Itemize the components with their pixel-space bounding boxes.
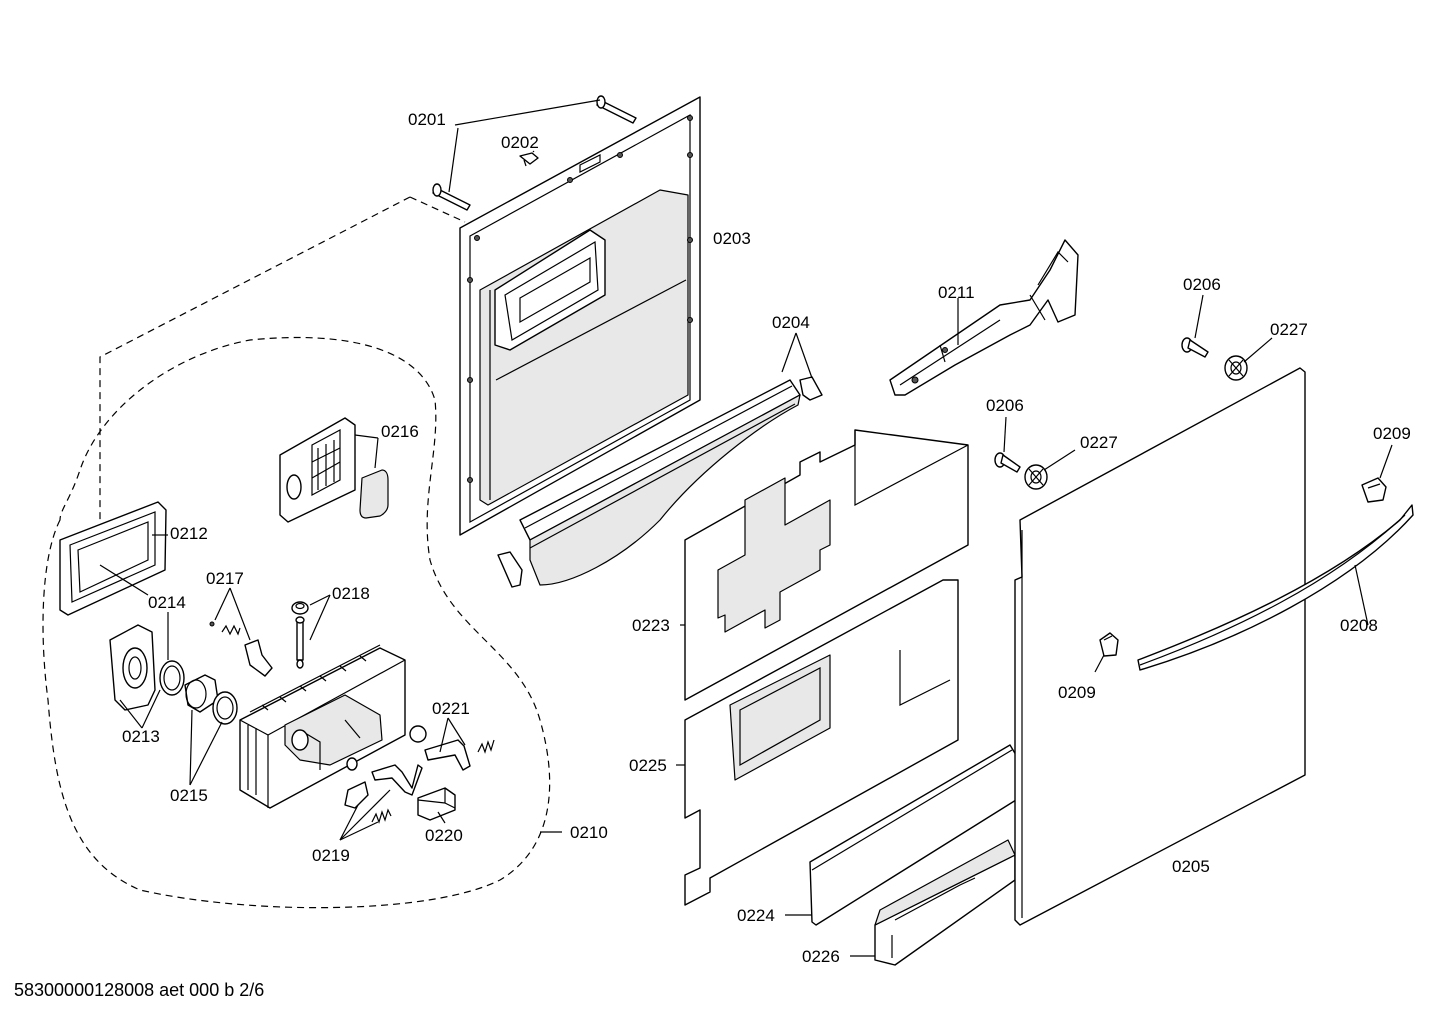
insulation-panel-upper — [684, 429, 969, 701]
spring-0221 — [477, 739, 495, 754]
seal-ring-0214 — [159, 660, 185, 696]
label-0221: 0221 — [432, 699, 470, 718]
washer-0227-lower — [1024, 464, 1048, 490]
screw-0201-top — [596, 95, 637, 124]
label-0202: 0202 — [501, 133, 539, 152]
detail-group-outline — [42, 196, 551, 909]
seal-ring-0215 — [212, 691, 238, 725]
label-0227-upper: 0227 — [1270, 320, 1308, 339]
label-0226: 0226 — [802, 947, 840, 966]
seal-0216 — [359, 469, 389, 519]
label-0201: 0201 — [408, 110, 446, 129]
inner-door-panel — [459, 96, 701, 536]
label-0203: 0203 — [713, 229, 751, 248]
dispenser-frame — [59, 501, 167, 616]
filter-cover — [279, 417, 356, 523]
lever-0219 — [371, 764, 423, 796]
label-0206-lower: 0206 — [986, 396, 1024, 415]
label-0214: 0214 — [148, 593, 186, 612]
label-0219: 0219 — [312, 846, 350, 865]
label-0217: 0217 — [206, 569, 244, 588]
label-0208: 0208 — [1340, 616, 1378, 635]
spring-0217 — [209, 621, 241, 636]
lever-0221 — [424, 739, 471, 771]
screw-0201-left — [432, 183, 471, 211]
clip-0219 — [344, 781, 369, 809]
ball-0221 — [409, 725, 427, 743]
label-0211: 0211 — [938, 283, 975, 302]
pin-0218 — [295, 616, 305, 669]
label-0210: 0210 — [570, 823, 608, 842]
handle-cap-right — [1361, 477, 1387, 503]
label-0225: 0225 — [629, 756, 667, 775]
actuator-0220 — [417, 787, 456, 821]
label-0209-right: 0209 — [1373, 424, 1411, 443]
spring-0219 — [371, 808, 392, 824]
rinse-aid-housing — [109, 624, 156, 711]
door-handle — [1137, 504, 1414, 671]
label-0220: 0220 — [425, 826, 463, 845]
label-0215: 0215 — [170, 786, 208, 805]
dispenser-body — [239, 644, 406, 809]
label-0216: 0216 — [381, 422, 419, 441]
clip-0202 — [519, 152, 539, 167]
washer-0227-upper — [1224, 355, 1248, 381]
label-0206-upper: 0206 — [1183, 275, 1221, 294]
label-0218: 0218 — [332, 584, 370, 603]
label-0224: 0224 — [737, 906, 775, 925]
detail-leader-dash — [409, 196, 466, 223]
screw-0206-lower — [994, 452, 1021, 473]
screw-0206-upper — [1181, 337, 1209, 358]
label-0204: 0204 — [772, 313, 810, 332]
drawing-reference-code: 58300000128008 aet 000 b 2/6 — [14, 980, 265, 1000]
label-0223: 0223 — [632, 616, 670, 635]
label-0227-lower: 0227 — [1080, 433, 1118, 452]
label-0212: 0212 — [170, 524, 208, 543]
label-0213: 0213 — [122, 727, 160, 746]
hinge-bracket — [889, 239, 1079, 396]
lever-0217 — [244, 639, 273, 677]
leader-lines — [99, 99, 1393, 957]
label-0205: 0205 — [1172, 857, 1210, 876]
outer-door-panel — [1014, 367, 1306, 926]
insulation-panel-lower — [684, 579, 959, 906]
handle-cap-left — [1099, 632, 1119, 657]
label-0209-left: 0209 — [1058, 683, 1096, 702]
bottom-rail — [497, 376, 823, 588]
float-0218 — [291, 601, 309, 615]
